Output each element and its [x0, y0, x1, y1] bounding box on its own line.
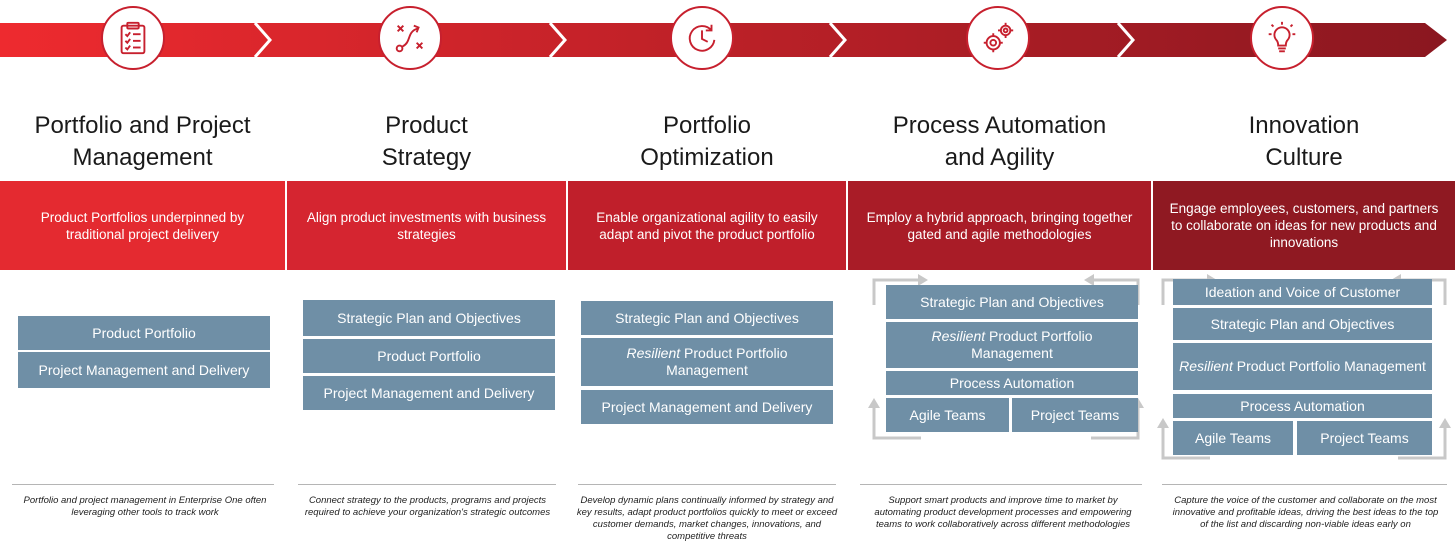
description-text: Capture the voice of the customer and co… — [1172, 495, 1439, 530]
column-title: Innovation Culture — [1153, 110, 1455, 174]
title-line: Innovation — [1248, 112, 1360, 139]
capability-label: Product Portfolio — [377, 347, 481, 364]
capability-box: Strategic Plan and Objectives — [303, 300, 555, 336]
description-text: Connect strategy to the products, progra… — [304, 495, 551, 518]
divider — [1162, 484, 1447, 485]
title-line: Portfolio and Project — [34, 112, 251, 139]
capability-box: Resilient Product Portfolio Management — [1173, 343, 1432, 390]
objective-text: Product Portfolios underpinned by tradit… — [40, 209, 245, 242]
capability-box: Strategic Plan and Objectives — [1173, 308, 1432, 340]
clipboard-checklist-icon — [101, 6, 165, 70]
capability-label: Resilient Product Portfolio Management — [587, 345, 827, 379]
column-process-automation-agility: Process Automation and Agility — [848, 0, 1151, 553]
column-portfolio-project-management: Portfolio and Project Management — [0, 0, 285, 553]
column-title: Process Automation and Agility — [848, 110, 1151, 174]
title-line: Portfolio — [662, 112, 752, 139]
capability-box: Process Automation — [1173, 394, 1432, 418]
divider — [860, 484, 1142, 485]
capability-label: Project Teams — [1320, 429, 1409, 446]
capability-box: Project Management and Delivery — [303, 376, 555, 410]
capability-label: Agile Teams — [909, 406, 986, 423]
title-line: Culture — [1265, 144, 1343, 171]
description-text: Portfolio and project management in Ente… — [23, 495, 267, 518]
capability-box: Project Management and Delivery — [581, 390, 833, 424]
title-line: Optimization — [640, 144, 774, 171]
title-line: and Agility — [944, 144, 1055, 171]
column-description: Connect strategy to the products, progra… — [295, 495, 560, 519]
column-innovation-culture: Innovation Culture — [1153, 0, 1455, 553]
capability-label: Ideation and Voice of Customer — [1204, 283, 1401, 300]
capability-label: Process Automation — [1240, 397, 1365, 414]
resilient-emphasis: Resilient — [1179, 358, 1233, 374]
chevron-separator — [1116, 22, 1136, 58]
description-text: Support smart products and improve time … — [874, 495, 1132, 530]
objective-banner: Product Portfolios underpinned by tradit… — [0, 181, 285, 270]
strategy-play-icon — [378, 6, 442, 70]
capability-box: Strategic Plan and Objectives — [581, 301, 833, 335]
capability-box: Project Management and Delivery — [18, 352, 270, 388]
capability-box: Resilient Product Portfolio Management — [581, 338, 833, 386]
capability-box: Process Automation — [886, 371, 1138, 395]
title-line: Strategy — [381, 144, 472, 171]
capability-label: Product Portfolio Management — [666, 345, 788, 378]
capability-label: Resilient Product Portfolio Management — [1179, 358, 1426, 375]
capability-label: Strategic Plan and Objectives — [615, 309, 799, 326]
gears-icon — [966, 6, 1030, 70]
capability-box: Resilient Product Portfolio Management — [886, 322, 1138, 368]
objective-banner: Engage employees, customers, and partner… — [1153, 181, 1455, 270]
capability-label: Project Teams — [1030, 406, 1120, 423]
divider — [298, 484, 556, 485]
capability-label: Resilient Product Portfolio Management — [892, 328, 1132, 362]
capability-box: Product Portfolio — [18, 316, 270, 350]
capability-label: Project Management and Delivery — [323, 384, 535, 401]
capability-box: Project Teams — [1297, 421, 1432, 455]
divider — [578, 484, 836, 485]
column-product-strategy: Product Strategy — [287, 0, 566, 553]
objective-text: Align product investments with business … — [306, 209, 547, 242]
capability-label: Strategic Plan and Objectives — [1210, 315, 1395, 332]
capability-box: Strategic Plan and Objectives — [886, 285, 1138, 319]
capability-box: Project Teams — [1012, 398, 1138, 432]
column-title: Portfolio Optimization — [568, 110, 846, 174]
objective-banner: Align product investments with business … — [287, 181, 566, 270]
chevron-separator — [253, 22, 273, 58]
resilient-emphasis: Resilient — [931, 328, 986, 344]
title-line: Management — [72, 144, 213, 171]
capability-box: Agile Teams — [1173, 421, 1293, 455]
capability-label: Strategic Plan and Objectives — [337, 309, 521, 326]
column-title: Portfolio and Project Management — [0, 110, 285, 174]
capability-label: Product Portfolio — [92, 324, 196, 341]
feedback-loop-arrows — [868, 274, 1144, 440]
clock-refresh-icon — [670, 6, 734, 70]
objective-text: Engage employees, customers, and partner… — [1169, 201, 1439, 250]
column-title: Product Strategy — [287, 110, 566, 174]
capability-label: Process Automation — [949, 374, 1075, 391]
objective-banner: Employ a hybrid approach, bringing toget… — [848, 181, 1151, 270]
capability-label: Project Management and Delivery — [601, 398, 813, 415]
capability-box: Product Portfolio — [303, 339, 555, 373]
chevron-separator — [828, 22, 848, 58]
description-text: Develop dynamic plans continually inform… — [576, 495, 838, 542]
objective-text: Enable organizational agility to easily … — [596, 209, 818, 242]
resilient-emphasis: Resilient — [626, 345, 681, 361]
lightbulb-icon — [1250, 6, 1314, 70]
chevron-separator — [548, 22, 568, 58]
column-portfolio-optimization: Portfolio Optimization — [568, 0, 846, 553]
capability-label: Product Portfolio Management — [971, 328, 1093, 361]
column-description: Develop dynamic plans continually inform… — [572, 495, 842, 543]
capability-label: Product Portfolio Management — [1236, 358, 1426, 374]
divider — [12, 484, 274, 485]
capability-label: Agile Teams — [1194, 429, 1271, 446]
column-description: Portfolio and project management in Ente… — [20, 495, 270, 519]
capability-box: Agile Teams — [886, 398, 1009, 432]
objective-text: Employ a hybrid approach, bringing toget… — [866, 209, 1133, 242]
capability-label: Project Management and Delivery — [38, 361, 250, 378]
objective-banner: Enable organizational agility to easily … — [568, 181, 846, 270]
capability-label: Strategic Plan and Objectives — [920, 293, 1104, 310]
capability-box: Ideation and Voice of Customer — [1173, 279, 1432, 305]
column-description: Support smart products and improve time … — [872, 495, 1134, 531]
title-line: Product — [385, 112, 468, 139]
column-description: Capture the voice of the customer and co… — [1168, 495, 1443, 531]
title-line: Process Automation — [892, 112, 1107, 139]
